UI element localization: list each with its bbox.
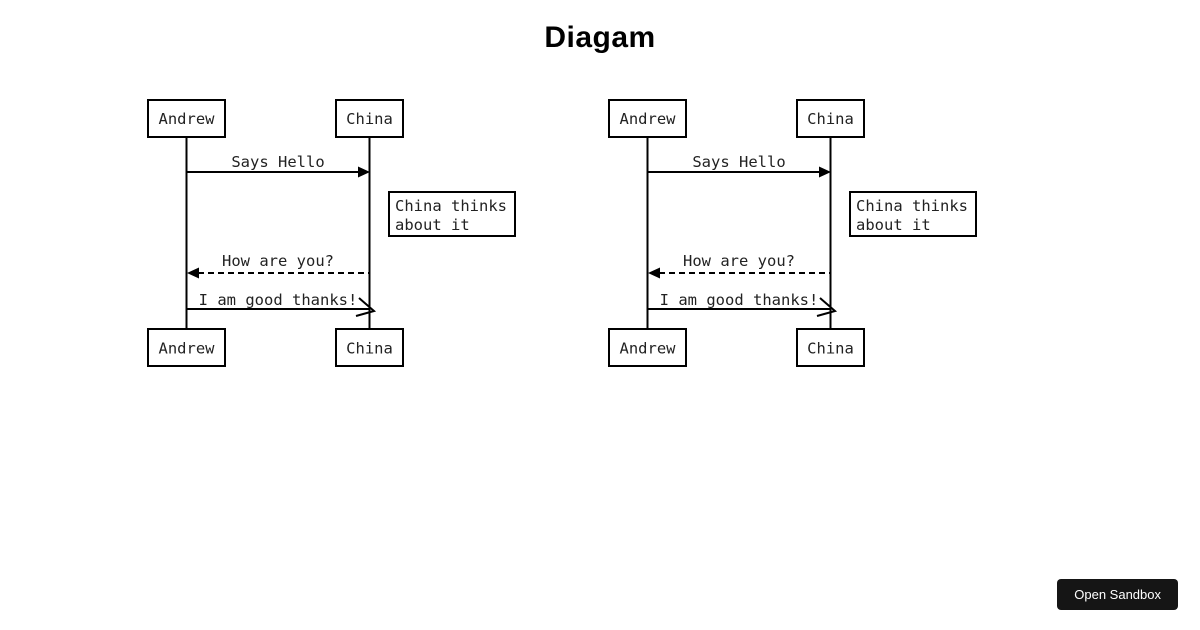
actor-label-andrew-bottom: Andrew: [159, 340, 216, 358]
actor-label-china-bottom: China: [346, 340, 393, 358]
note-text-line1: China thinks: [856, 197, 968, 215]
note-text-line2: about it: [856, 216, 931, 234]
actor-label-andrew-top: Andrew: [620, 110, 677, 128]
message-label-good-thanks: I am good thanks!: [199, 291, 358, 309]
filled-arrowhead-left-icon: [187, 267, 199, 279]
note-text-line1: China thinks: [395, 197, 507, 215]
page-title: Diagam: [544, 21, 656, 54]
message-label-says-hello: Says Hello: [692, 153, 785, 171]
filled-arrowhead-left-icon: [648, 267, 660, 279]
open-sandbox-button[interactable]: Open Sandbox: [1057, 579, 1178, 610]
note-text-line2: about it: [395, 216, 470, 234]
sequence-diagram-1: Andrew China Says Hello China thinks abo…: [147, 99, 516, 367]
actor-label-andrew-bottom: Andrew: [620, 340, 677, 358]
message-label-how-are-you: How are you?: [683, 252, 795, 270]
message-label-says-hello: Says Hello: [231, 153, 324, 171]
message-label-good-thanks: I am good thanks!: [660, 291, 819, 309]
note-box: [849, 191, 977, 237]
actor-label-china-top: China: [807, 110, 854, 128]
message-label-how-are-you: How are you?: [222, 252, 334, 270]
note-box: [388, 191, 516, 237]
open-arrowhead-icon: [816, 297, 838, 317]
actor-label-china-top: China: [346, 110, 393, 128]
open-arrowhead-icon: [355, 297, 377, 317]
sequence-diagram-2: Andrew China Says Hello China thinks abo…: [608, 99, 977, 367]
filled-arrowhead-right-icon: [358, 166, 370, 178]
actor-box-andrew-top: [147, 99, 226, 138]
actor-box-andrew-top: [608, 99, 687, 138]
actor-label-andrew-top: Andrew: [159, 110, 216, 128]
actor-label-china-bottom: China: [807, 340, 854, 358]
actor-box-china-top: [796, 99, 865, 138]
filled-arrowhead-right-icon: [819, 166, 831, 178]
actor-box-china-top: [335, 99, 404, 138]
